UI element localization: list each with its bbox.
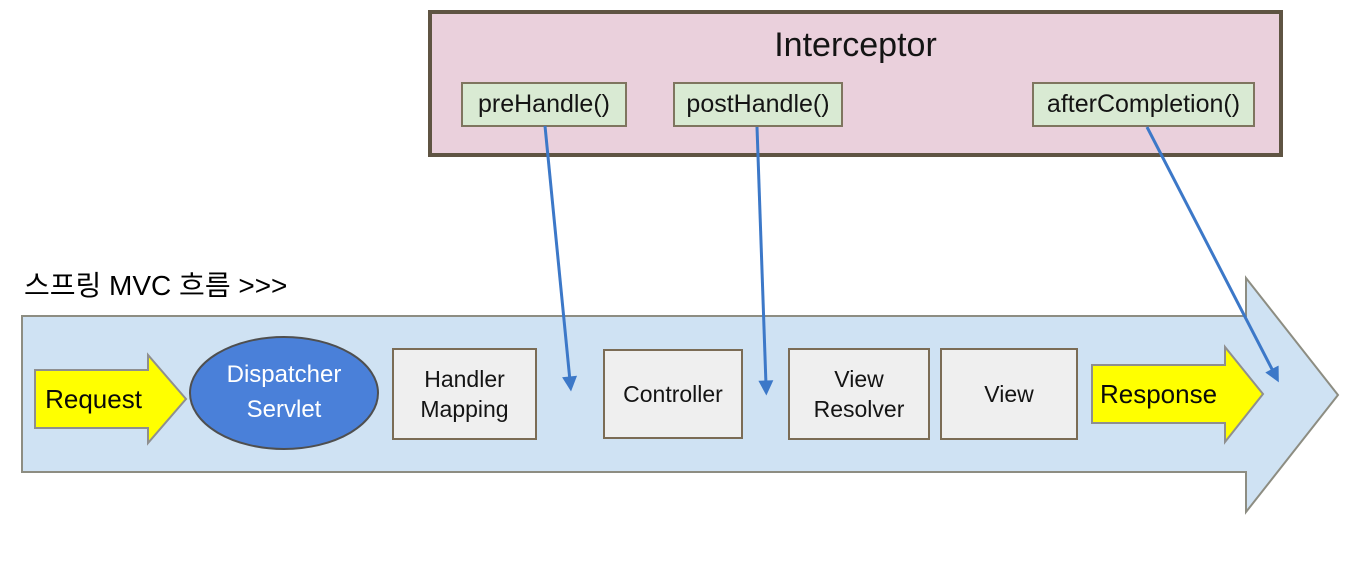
request-label: Request bbox=[45, 383, 142, 414]
flow-heading: 스프링 MVC 흐름 >>> bbox=[24, 270, 288, 301]
interceptor-title: Interceptor bbox=[774, 26, 937, 64]
dispatcher-servlet-label: Dispatcher Servlet bbox=[192, 339, 376, 447]
aftercompletion-connector-arrow bbox=[1145, 126, 1279, 383]
view-resolver-line1: View bbox=[834, 365, 884, 392]
posthandle-method-box: postHandle() bbox=[673, 82, 843, 127]
view-resolver-line2: Resolver bbox=[813, 396, 905, 422]
controller-line1: Controller bbox=[623, 380, 723, 407]
view-resolver-box: View Resolver bbox=[788, 348, 930, 440]
controller-box: Controller bbox=[603, 349, 743, 439]
view-line1: View bbox=[984, 380, 1034, 407]
view-box: View bbox=[940, 348, 1078, 440]
posthandle-label: postHandle() bbox=[686, 90, 830, 118]
response-label: Response bbox=[1099, 378, 1218, 409]
aftercompletion-label: afterCompletion() bbox=[1046, 90, 1241, 118]
interceptor-panel: Interceptor preHandle() postHandle() aft… bbox=[428, 10, 1283, 157]
handler-mapping-box: Handler Mapping bbox=[392, 348, 537, 440]
prehandle-label: preHandle() bbox=[477, 90, 610, 118]
handler-mapping-line1: Handler bbox=[424, 365, 505, 392]
aftercompletion-method-box: afterCompletion() bbox=[1032, 82, 1255, 127]
posthandle-connector-arrow bbox=[755, 126, 774, 396]
dispatcher-label-line2: Servlet bbox=[246, 396, 322, 423]
dispatcher-label-line1: Dispatcher bbox=[226, 361, 342, 389]
handler-mapping-line2: Mapping bbox=[420, 396, 509, 422]
prehandle-connector-arrow bbox=[543, 125, 578, 392]
prehandle-method-box: preHandle() bbox=[461, 82, 627, 127]
